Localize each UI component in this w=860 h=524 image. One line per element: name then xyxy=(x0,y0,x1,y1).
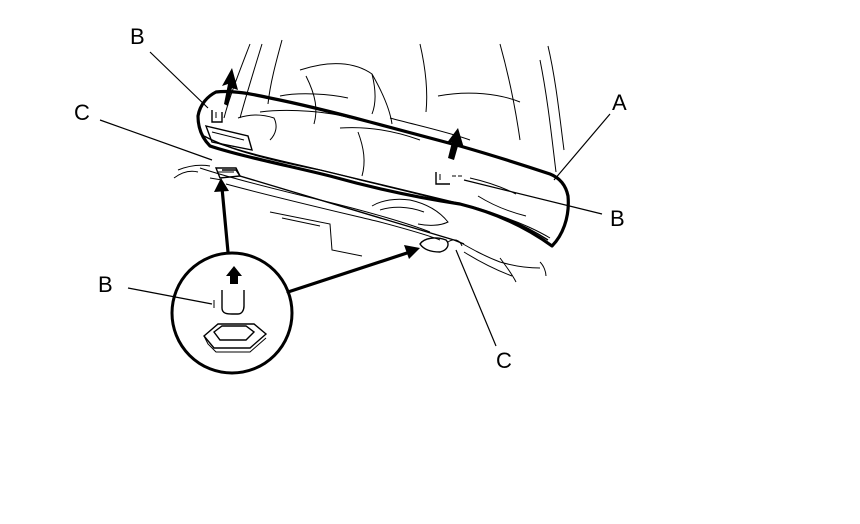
callout-c-left: C xyxy=(74,100,90,125)
removal-direction-arrow xyxy=(446,128,464,160)
detail-pointer-arrow xyxy=(214,178,230,254)
callout-b-top-left: B xyxy=(130,24,145,49)
leader-lines xyxy=(99,51,611,347)
detail-pointer-arrow xyxy=(286,245,420,294)
hook xyxy=(435,172,462,185)
detail-view xyxy=(170,251,294,375)
callout-b-detail: B xyxy=(98,272,113,297)
seat-cushion xyxy=(196,89,570,248)
callout-a: A xyxy=(612,90,627,115)
callout-b-right: B xyxy=(610,206,625,231)
hook xyxy=(211,110,223,123)
clip xyxy=(209,167,242,181)
callout-c-bottom: C xyxy=(496,348,512,373)
removal-direction-arrow xyxy=(222,68,238,106)
clip xyxy=(419,237,463,253)
seat-back xyxy=(223,39,565,173)
